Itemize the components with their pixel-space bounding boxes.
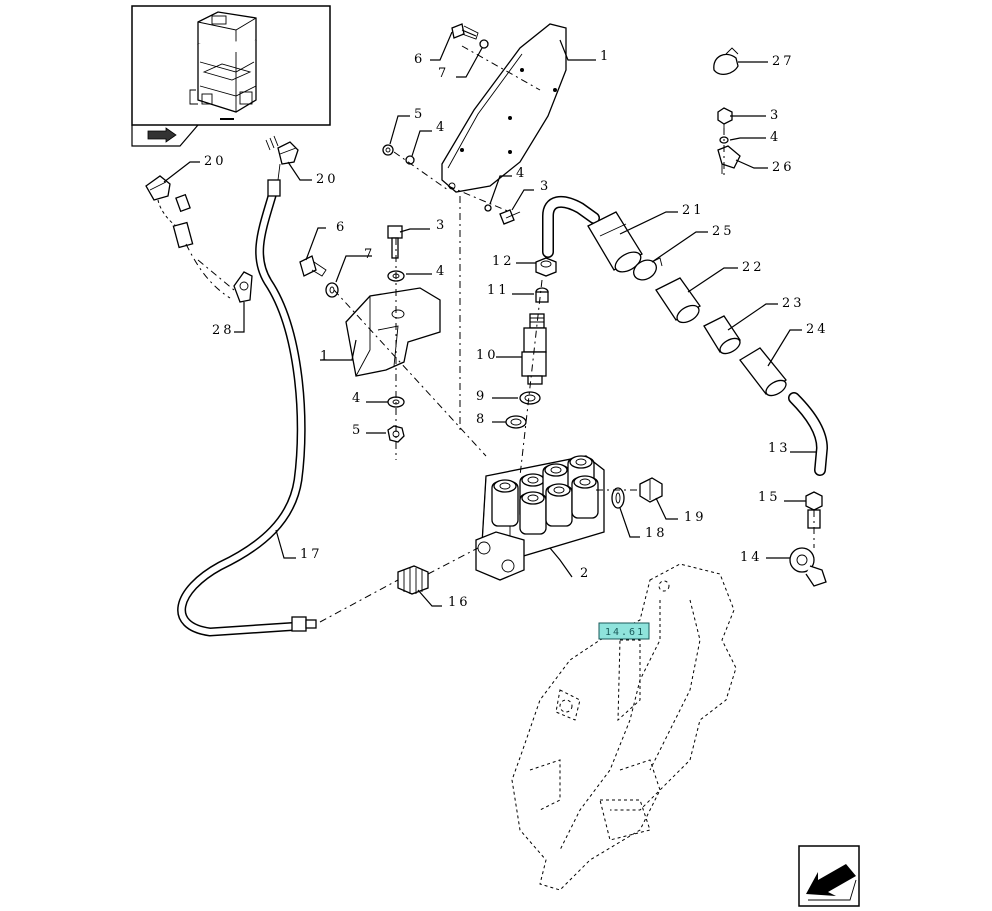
callout-c4e[interactable]: 4 (770, 130, 781, 145)
callout-labels: 1123334444455667789101112131415161718192… (204, 49, 829, 610)
leader-lines (163, 31, 816, 607)
callout-c1a[interactable]: 1 (600, 49, 611, 64)
mounting-bracket (345, 287, 441, 377)
callout-c24[interactable]: 24 (806, 322, 829, 337)
hose-clip-25 (633, 257, 663, 281)
block-port-1 (491, 479, 519, 527)
nut-5-upper (382, 144, 415, 165)
callout-c5b[interactable]: 5 (352, 423, 363, 438)
callout-c26[interactable]: 26 (772, 160, 795, 175)
callout-c14[interactable]: 14 (740, 550, 763, 565)
callout-c25[interactable]: 25 (712, 224, 735, 239)
tractor-frame-outline (511, 563, 737, 891)
nut-5-lower (387, 425, 405, 443)
callout-c1b[interactable]: 1 (320, 349, 331, 364)
washer-9 (519, 391, 541, 405)
callout-c19[interactable]: 19 (684, 510, 707, 525)
bolt-3-plate (484, 204, 521, 225)
sleeve-23 (703, 315, 741, 355)
sleeve-22 (655, 277, 701, 324)
hose-17 (177, 179, 317, 637)
callout-c22[interactable]: 22 (742, 260, 765, 275)
callout-c21[interactable]: 21 (682, 203, 705, 218)
seal-18 (611, 487, 625, 509)
bolt-3-bracket (387, 225, 403, 259)
callout-c2[interactable]: 2 (580, 566, 591, 581)
callout-c10[interactable]: 10 (476, 348, 499, 363)
dust-cap-20-right (265, 135, 299, 181)
callout-c15[interactable]: 15 (758, 490, 781, 505)
callout-c3c[interactable]: 3 (770, 108, 781, 123)
callout-c11[interactable]: 11 (487, 283, 510, 298)
nut-12 (535, 257, 557, 277)
callout-c5a[interactable]: 5 (414, 107, 425, 122)
hose-clamp-28 (233, 271, 253, 303)
plug-19 (639, 477, 663, 503)
callout-c17[interactable]: 17 (300, 547, 323, 562)
block-port-6 (545, 483, 573, 527)
callout-c23[interactable]: 23 (782, 296, 805, 311)
callout-c20b[interactable]: 20 (316, 172, 339, 187)
back-arrow-icon[interactable] (798, 845, 860, 907)
callout-c7b[interactable]: 7 (364, 247, 375, 262)
banjo-fitting-14 (789, 547, 827, 587)
callout-c13[interactable]: 13 (768, 441, 791, 456)
sleeve-21 (587, 211, 643, 273)
callout-c4c[interactable]: 4 (436, 264, 447, 279)
callout-c28[interactable]: 28 (212, 323, 235, 338)
inset-arrow-icon (147, 127, 177, 143)
callout-c7a[interactable]: 7 (438, 66, 449, 81)
valve-10 (521, 313, 547, 385)
block-port-5 (519, 491, 547, 535)
callout-c20a[interactable]: 20 (204, 154, 227, 169)
fitting-16 (397, 565, 429, 595)
callout-c16[interactable]: 16 (448, 595, 471, 610)
inset-thumbnail (131, 5, 331, 147)
sleeve-24 (739, 347, 787, 397)
callout-c4b[interactable]: 4 (516, 166, 527, 181)
callout-c18[interactable]: 18 (645, 526, 668, 541)
distribution-block (475, 455, 605, 581)
callout-c27[interactable]: 27 (772, 54, 795, 69)
reference-badge[interactable]: 14.61 (598, 622, 650, 640)
bolt-6-bracket (299, 255, 327, 277)
callout-c4d[interactable]: 4 (352, 391, 363, 406)
washer-8 (505, 415, 527, 429)
bolt-6-upper (451, 23, 489, 49)
callout-c6a[interactable]: 6 (414, 52, 425, 67)
fitting-15 (805, 491, 823, 529)
mounting-plate (441, 23, 567, 193)
inset-assembly-icon (189, 11, 257, 120)
fitting-11 (535, 287, 549, 303)
callout-c3b[interactable]: 3 (436, 218, 447, 233)
washer-7-bracket (325, 282, 339, 298)
pipe-13-lower (788, 392, 829, 476)
clip-27 (713, 47, 739, 76)
bolt-3-right (717, 107, 733, 130)
callout-c4a[interactable]: 4 (436, 120, 447, 135)
pipe-13-upper (542, 195, 600, 258)
reference-badge-label: 14.61 (605, 627, 645, 638)
callout-c6b[interactable]: 6 (336, 220, 347, 235)
callout-c3a[interactable]: 3 (540, 179, 551, 194)
callout-c9[interactable]: 9 (476, 389, 487, 404)
block-port-7 (571, 475, 599, 519)
callout-c12[interactable]: 12 (492, 254, 515, 269)
dust-cap-20-left (145, 175, 231, 299)
callout-c8[interactable]: 8 (476, 412, 487, 427)
assembly-lines (197, 45, 815, 623)
